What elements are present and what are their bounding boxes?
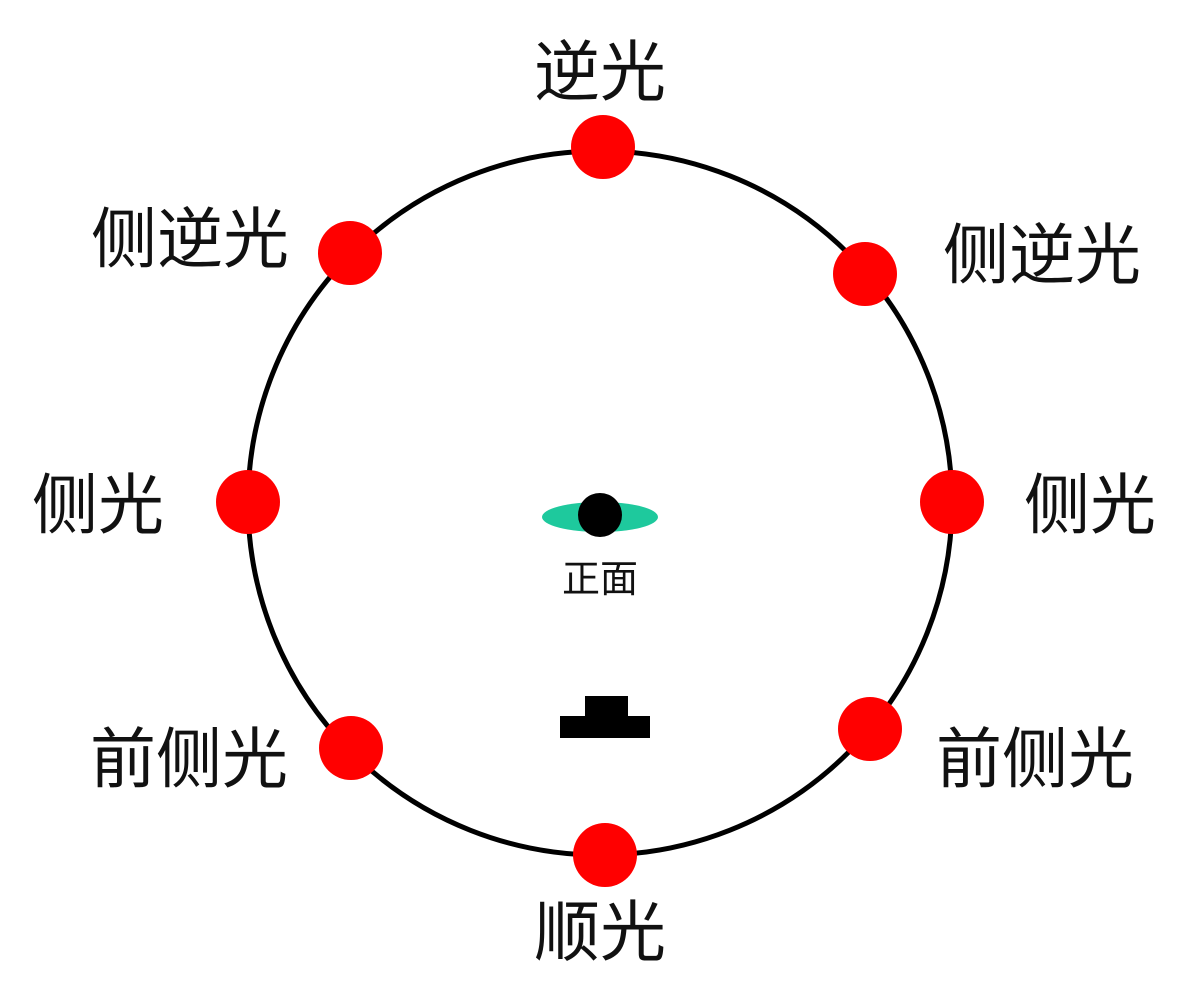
light-point-side-right [920,470,984,534]
label-front-side-light-right: 前侧光 [936,721,1134,798]
label-side-back-light-left: 侧逆光 [91,201,289,278]
label-side-back-light-right: 侧逆光 [943,217,1141,294]
label-subject-front: 正面 [562,557,638,601]
label-side-light-left: 侧光 [32,467,164,544]
camera-body [560,716,650,738]
label-side-light-right: 侧光 [1024,467,1156,544]
light-point-front-side-left [319,716,383,780]
light-point-front-side-right [838,697,902,761]
label-front-side-light-left: 前侧光 [90,721,288,798]
light-point-side-left [216,470,280,534]
label-back-light: 逆光 [534,34,666,111]
light-point-back [571,115,635,179]
camera-top [585,696,628,718]
light-point-side-back-left [318,221,382,285]
light-point-front [573,823,637,887]
subject-head [578,493,622,537]
label-front-light: 顺光 [534,894,666,971]
light-point-side-back-right [833,242,897,306]
